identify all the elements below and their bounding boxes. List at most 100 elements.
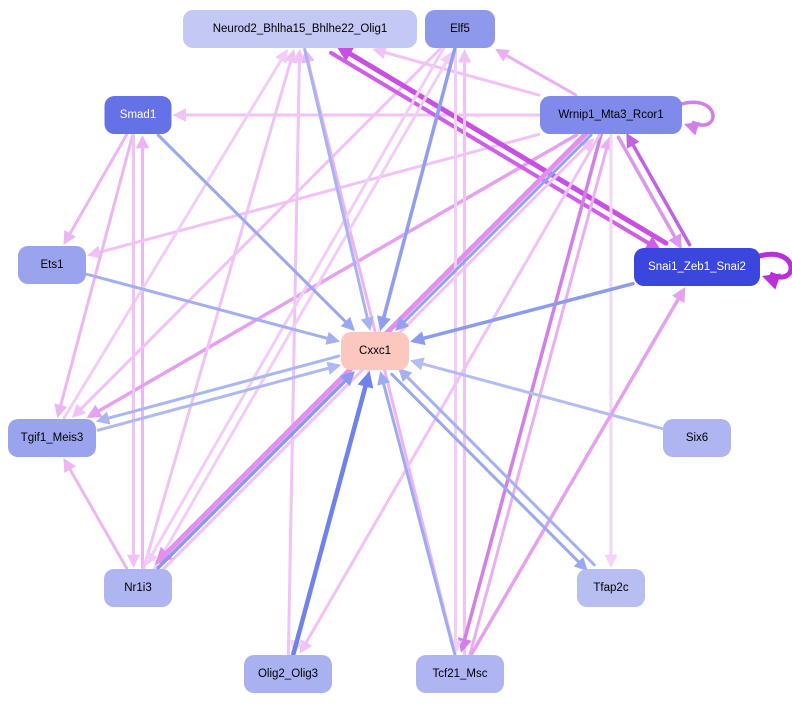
node-snai1[interactable]: Snai1_Zeb1_Snai2 xyxy=(634,248,760,286)
edge-nr1i3-elf5-arrowhead xyxy=(439,51,453,67)
edge-tgif1-neurod2-arrowhead xyxy=(275,49,288,64)
edge-tfap2c-cxxc1 xyxy=(403,372,596,567)
node-label: Nr1i3 xyxy=(124,582,152,594)
edge-ets1-cxxc1 xyxy=(85,272,333,341)
node-label: Tfap2c xyxy=(593,582,629,594)
edge-elf5-tgif1-arrowhead xyxy=(71,403,87,418)
edge-nr1i3-cxxc1 xyxy=(156,376,350,570)
edge-cxxc1-tfap2c-arrowhead xyxy=(573,556,588,572)
edge-wrnip1-snai1-arrowhead xyxy=(668,233,682,250)
node-label: Tcf21_Msc xyxy=(432,668,488,680)
edge-tcf21-snai1 xyxy=(469,293,683,656)
node-label: Cxxc1 xyxy=(359,345,391,357)
node-label: Wrnip1_Mta3_Rcor1 xyxy=(558,109,664,121)
edge-snai1-cxxc1 xyxy=(417,281,635,342)
edge-nr1i3-cxxc1-arrowhead xyxy=(339,371,355,387)
edge-elf5-nr1i3-arrowhead xyxy=(145,550,159,566)
edge-six6-cxxc1-arrowhead xyxy=(410,357,425,371)
edge-olig2-cxxc1-arrowhead xyxy=(357,371,374,389)
node-smad1[interactable]: Smad1 xyxy=(104,96,172,134)
edge-smad1-tgif1 xyxy=(58,133,135,411)
edge-wrnip1-elf5-arrowhead xyxy=(495,49,511,62)
edge-wrnip1-wrnip1 xyxy=(677,100,715,127)
node-cxxc1[interactable]: Cxxc1 xyxy=(341,332,409,370)
edge-wrnip1-ets1-arrowhead xyxy=(87,245,102,259)
edge-elf5-nr1i3 xyxy=(148,45,447,560)
edge-wrnip1-tgif1-arrowhead xyxy=(86,404,103,418)
edge-wrnip1-olig2 xyxy=(302,133,601,648)
node-tcf21[interactable]: Tcf21_Msc xyxy=(416,655,504,693)
edge-elf5-cxxc1 xyxy=(381,47,457,324)
edge-wrnip1-tfap2c-arrowhead xyxy=(604,554,618,568)
edge-elf5-tgif1 xyxy=(77,47,442,413)
edge-olig2-cxxc1 xyxy=(291,379,369,657)
edge-wrnip1-neurod2-arrowhead xyxy=(372,46,388,60)
edge-snai1-wrnip1-arrowhead xyxy=(626,132,640,149)
edge-neurod2-snai1-arrowhead xyxy=(644,236,662,251)
node-label: Tgif1_Meis3 xyxy=(20,432,84,444)
edge-wrnip1-snai1 xyxy=(616,135,679,243)
edge-tgif1-cxxc1-arrowhead xyxy=(326,361,342,375)
edge-nr1i3-smad1-arrowhead xyxy=(135,135,150,149)
edge-six6-cxxc1 xyxy=(417,361,664,431)
node-label: Six6 xyxy=(685,432,709,444)
edge-tgif1-neurod2 xyxy=(62,55,285,420)
node-label: Ets1 xyxy=(40,259,64,271)
edge-elf5-cxxc1-arrowhead xyxy=(377,315,391,331)
edge-wrnip1-tgif1 xyxy=(93,133,579,415)
node-label: Elf5 xyxy=(450,23,470,35)
edge-smad1-ets1 xyxy=(66,133,129,239)
edge-wrnip1-smad1-arrowhead xyxy=(172,108,186,122)
edge-smad1-cxxc1-arrowhead xyxy=(340,316,355,331)
edge-smad1-ets1-arrowhead xyxy=(63,230,76,245)
edge-tfap2c-cxxc1-arrowhead xyxy=(398,367,413,383)
node-neurod2[interactable]: Neurod2_Bhlha15_Bhlhe22_Olig1 xyxy=(183,10,417,48)
node-wrnip1[interactable]: Wrnip1_Mta3_Rcor1 xyxy=(540,96,682,134)
node-label: Olig2_Olig3 xyxy=(257,668,319,680)
edge-nr1i3-wrnip1-arrowhead xyxy=(579,138,595,153)
edge-neurod2-snai1 xyxy=(329,50,655,248)
edge-wrnip1-cxxc1-arrowhead xyxy=(395,316,410,331)
edge-snai1-snai1 xyxy=(755,251,792,280)
edge-nr1i3-neurod2 xyxy=(142,56,294,570)
edge-wrnip1-tcf21 xyxy=(461,132,604,645)
edge-wrnip1-neurod2 xyxy=(379,50,541,97)
node-tfap2c[interactable]: Tfap2c xyxy=(577,569,645,607)
edge-cxxc1-tfap2c xyxy=(390,372,583,567)
edge-nr1i3-tgif1 xyxy=(66,464,129,570)
node-ets1[interactable]: Ets1 xyxy=(18,246,86,284)
edge-nr1i3-elf5 xyxy=(151,57,450,572)
node-label: Snai1_Zeb1_Snai2 xyxy=(648,261,746,273)
edge-wrnip1-cxxc1 xyxy=(400,133,593,326)
node-elf5[interactable]: Elf5 xyxy=(425,10,495,48)
edge-tcf21-cxxc1 xyxy=(381,378,457,656)
edge-tgif1-cxxc1 xyxy=(96,365,334,432)
edge-tcf21-elf5-arrowhead xyxy=(457,49,472,63)
edge-snai1-snai1-arrowhead xyxy=(762,273,781,290)
edge-tcf21-wrnip1 xyxy=(468,143,609,657)
edge-snai1-cxxc1-arrowhead xyxy=(410,331,426,346)
node-nr1i3[interactable]: Nr1i3 xyxy=(104,569,172,607)
edge-snai1-neurod2-arrowhead xyxy=(335,45,355,62)
node-label: Neurod2_Bhlha15_Bhlhe22_Olig1 xyxy=(212,23,388,35)
edge-snai1-wrnip1 xyxy=(629,139,692,247)
edge-nr1i3-tgif1-arrowhead xyxy=(63,458,76,473)
edge-tcf21-cxxc1-arrowhead xyxy=(377,371,391,386)
edge-snai1-neurod2 xyxy=(343,48,669,246)
edge-nr1i3-neurod2-arrowhead xyxy=(284,49,297,64)
edge-neurod2-cxxc1 xyxy=(303,47,370,324)
edge-olig2-neurod2 xyxy=(286,56,301,656)
node-label: Smad1 xyxy=(119,109,157,121)
node-olig2[interactable]: Olig2_Olig3 xyxy=(244,655,332,693)
node-six6[interactable]: Six6 xyxy=(663,419,731,457)
edge-tcf21-snai1-arrowhead xyxy=(671,287,686,303)
edge-neurod2-cxxc1-arrowhead xyxy=(360,316,374,331)
edge-cxxc1-tgif1-arrowhead xyxy=(95,411,111,425)
edge-smad1-cxxc1 xyxy=(156,133,350,326)
node-tgif1[interactable]: Tgif1_Meis3 xyxy=(8,419,96,457)
edge-smad1-tgif1-arrowhead xyxy=(54,403,68,418)
edge-wrnip1-elf5 xyxy=(501,52,578,97)
edge-wrnip1-nr1i3-arrowhead xyxy=(154,546,173,565)
